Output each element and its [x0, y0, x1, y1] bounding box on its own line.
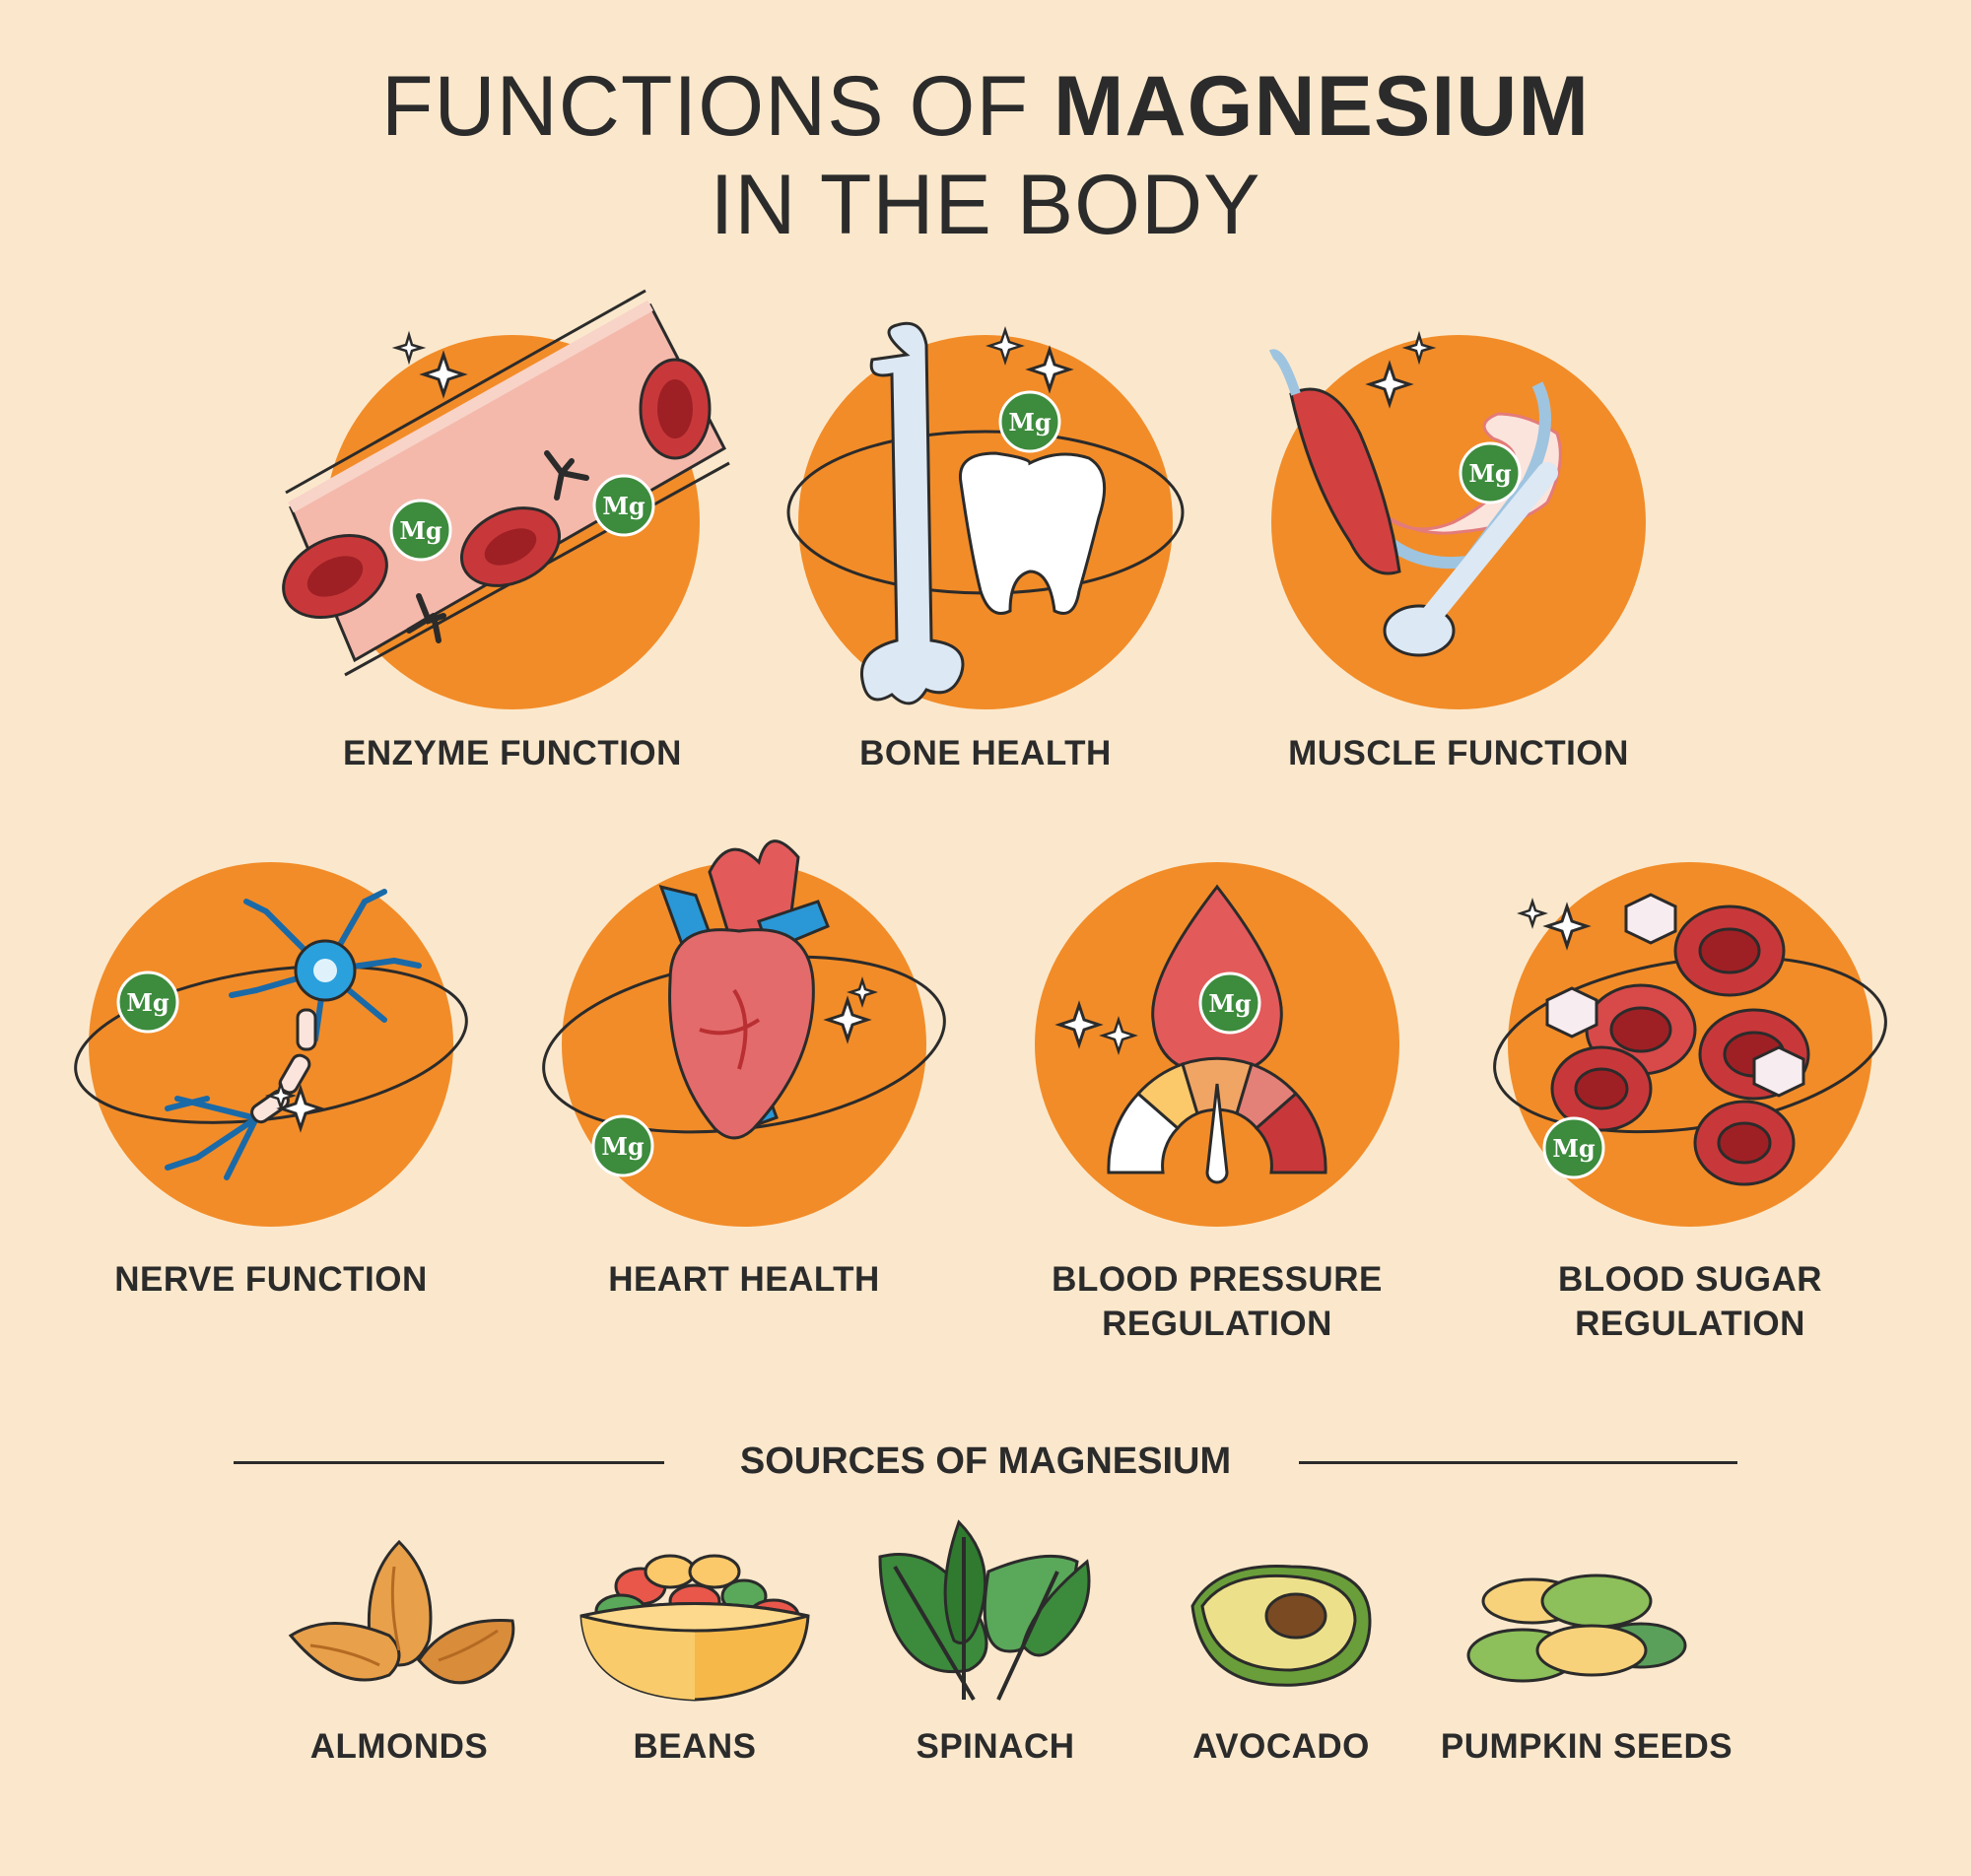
mg-badge: Mg [1198, 972, 1261, 1035]
mg-badge-text: Mg [1008, 408, 1052, 436]
function-enzyme: Mg Mg [282, 289, 730, 709]
function-heart: Mg [542, 839, 946, 1227]
label-nerve-function: NERVE FUNCTION [114, 1260, 428, 1299]
source-label-almonds: ALMONDS [309, 1727, 489, 1766]
source-almonds [281, 1537, 517, 1705]
mg-badge-text: Mg [1552, 1134, 1596, 1163]
heart-icon: Mg [542, 839, 946, 1227]
pressure-gauge-icon: Mg [1035, 862, 1399, 1227]
title-line2: IN THE BODY [710, 158, 1261, 252]
source-label-beans: BEANS [633, 1727, 757, 1766]
mg-badge: Mg [591, 1114, 654, 1177]
mg-badge: Mg [1542, 1116, 1605, 1179]
mg-badge-text: Mg [126, 988, 170, 1017]
source-label-pumpkin-seeds: PUMPKIN SEEDS [1440, 1727, 1733, 1766]
page-title: FUNCTIONS OF MAGNESIUM IN THE BODY [0, 57, 1971, 254]
source-pumpkin-seeds [1466, 1572, 1690, 1695]
mg-badge-text: Mg [399, 516, 442, 545]
arm-muscle-icon: Mg [1268, 330, 1646, 709]
label-bone-health: BONE HEALTH [859, 734, 1112, 772]
source-label-spinach: SPINACH [916, 1727, 1075, 1766]
source-label-avocado: AVOCADO [1192, 1727, 1370, 1766]
function-blood-sugar: Mg [1493, 862, 1887, 1227]
mg-badge: Mg [1459, 441, 1522, 504]
sources-heading: SOURCES OF MAGNESIUM [739, 1440, 1232, 1482]
almonds-icon [288, 1539, 515, 1685]
label-blood-pressure: BLOOD PRESSURE REGULATION [1020, 1257, 1414, 1346]
beans-bowl-icon [579, 1554, 810, 1702]
label-muscle-function: MUSCLE FUNCTION [1288, 734, 1629, 772]
title-prefix: FUNCTIONS OF [381, 59, 1053, 154]
mg-badge-text: Mg [601, 1132, 645, 1161]
mg-badge: Mg [116, 971, 179, 1034]
divider-right [1299, 1461, 1737, 1464]
title-emphasis: MAGNESIUM [1053, 59, 1590, 154]
bone-tooth-icon: Mg [786, 321, 1185, 709]
blood-vessel-icon: Mg Mg [282, 289, 730, 709]
source-avocado [1188, 1562, 1375, 1690]
function-nerve: Mg [74, 862, 468, 1227]
function-blood-pressure: Mg [1035, 862, 1399, 1227]
label-blood-sugar: BLOOD SUGAR REGULATION [1493, 1257, 1887, 1346]
function-muscle: Mg [1268, 330, 1646, 709]
function-bone: Mg [786, 321, 1185, 709]
source-beans [577, 1542, 813, 1705]
divider-left [234, 1461, 664, 1464]
label-enzyme-function: ENZYME FUNCTION [343, 734, 682, 772]
label-line2: REGULATION [1102, 1305, 1332, 1343]
label-heart-health: HEART HEALTH [608, 1260, 880, 1299]
neuron-icon: Mg [74, 862, 468, 1227]
mg-badge-text: Mg [1468, 459, 1512, 488]
label-line2: REGULATION [1575, 1305, 1805, 1343]
source-spinach [875, 1517, 1102, 1705]
label-line1: BLOOD PRESSURE [1052, 1260, 1383, 1299]
mg-badge-text: Mg [1208, 989, 1252, 1018]
label-line1: BLOOD SUGAR [1558, 1260, 1822, 1299]
sugar-cells-icon: Mg [1493, 862, 1887, 1227]
spinach-icon [878, 1519, 1091, 1702]
pumpkin-seeds-icon [1466, 1574, 1687, 1683]
avocado-icon [1190, 1565, 1372, 1687]
mg-badge: Mg [389, 499, 452, 562]
mg-badge-text: Mg [602, 492, 646, 520]
mg-badge: Mg [592, 474, 655, 537]
mg-badge: Mg [998, 390, 1061, 453]
